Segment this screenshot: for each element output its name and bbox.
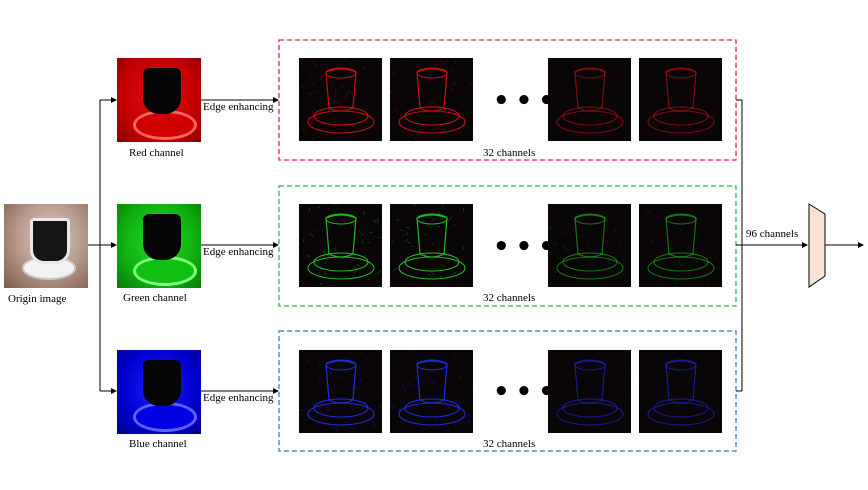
blue-ellipsis: •••	[493, 377, 561, 407]
green-feature-map-4	[639, 204, 722, 287]
cup-ring	[133, 256, 197, 286]
cup-shape	[143, 68, 181, 114]
green-channel-image	[117, 204, 201, 288]
arrowhead-red-channel	[111, 97, 117, 103]
cup-ring	[133, 110, 197, 140]
arrowhead-blue-channel	[111, 388, 117, 394]
red-feature-map-2	[390, 58, 473, 141]
blue-edge-label: Edge enhancing	[203, 392, 274, 404]
arrowhead-green-channel	[111, 242, 117, 248]
blue-count-label: 32 channels	[483, 438, 536, 450]
red-channel-label: Red channel	[129, 147, 184, 159]
merge-arrowhead	[802, 242, 808, 248]
red-feature-map-3	[548, 58, 631, 141]
edge-arrowhead-red	[273, 97, 279, 103]
red-count-label: 32 channels	[483, 147, 536, 159]
green-channel-label: Green channel	[123, 292, 187, 304]
red-channel-image	[117, 58, 201, 142]
blue-feature-map-4	[639, 350, 722, 433]
green-edge-label: Edge enhancing	[203, 246, 274, 258]
red-feature-map-1	[299, 58, 382, 141]
output-arrowhead	[858, 242, 864, 248]
green-feature-map-3	[548, 204, 631, 287]
merge-label: 96 channels	[746, 228, 799, 240]
blue-channel-image	[117, 350, 201, 434]
green-feature-box	[278, 185, 737, 307]
red-ellipsis: •••	[493, 86, 561, 116]
fusion-trapezoid	[808, 203, 826, 288]
origin-label: Origin image	[8, 293, 67, 305]
cup-shape	[143, 214, 181, 260]
cup-shape	[143, 360, 181, 406]
red-feature-map-4	[639, 58, 722, 141]
blue-feature-map-1	[299, 350, 382, 433]
green-count-label: 32 channels	[483, 292, 536, 304]
blue-channel-label: Blue channel	[129, 438, 187, 450]
edge-arrowhead-blue	[273, 388, 279, 394]
blue-feature-map-2	[390, 350, 473, 433]
edge-arrowhead-green	[273, 242, 279, 248]
green-feature-map-1	[299, 204, 382, 287]
green-feature-map-2	[390, 204, 473, 287]
cup-ring	[133, 402, 197, 432]
green-ellipsis: •••	[493, 232, 561, 262]
origin-image	[4, 204, 88, 288]
cup-body-shape	[30, 218, 70, 264]
blue-feature-map-3	[548, 350, 631, 433]
red-edge-label: Edge enhancing	[203, 101, 274, 113]
